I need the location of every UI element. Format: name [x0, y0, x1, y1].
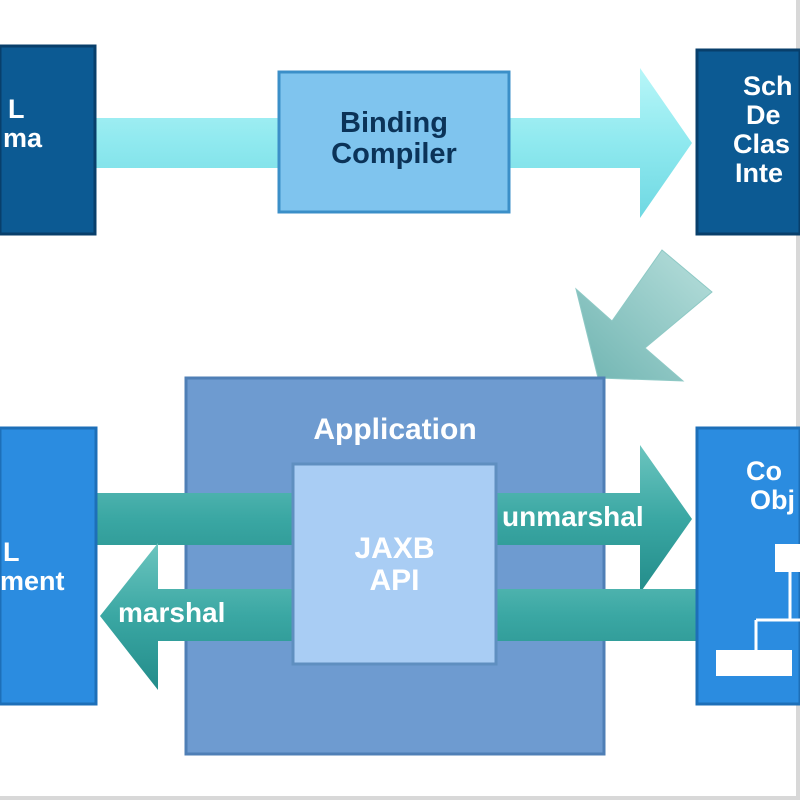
top-right-label: Sch De Clas Inte — [733, 72, 800, 189]
top-left-label: L ma — [0, 95, 95, 153]
binding-compiler-line2: Compiler — [331, 138, 457, 171]
binding-compiler-label: Binding Compiler — [279, 107, 509, 171]
jaxb-api-label: JAXB API — [293, 532, 496, 598]
top-right-label-line3: Clas — [733, 129, 791, 160]
binding-compiler-line1: Binding — [340, 107, 448, 139]
top-left-label-line1: L — [8, 95, 25, 124]
bottom-left-box — [0, 426, 98, 706]
jaxb-api-box — [291, 462, 498, 666]
bottom-right-label-line2: Obj — [750, 485, 795, 516]
bottom-right-label: Co Obj — [744, 457, 800, 515]
marshal-label: marshal — [118, 597, 226, 628]
unmarshal-label: unmarshal — [502, 501, 644, 532]
top-right-box — [695, 48, 800, 236]
top-left-box — [0, 44, 97, 236]
top-right-label-line1: Sch — [743, 72, 793, 101]
diagonal-arrow — [575, 249, 713, 382]
jaxb-api-line2: API — [369, 564, 420, 598]
top-left-label-line2: ma — [3, 123, 43, 154]
top-right-label-line2: De — [746, 100, 781, 131]
bottom-right-label-line1: Co — [746, 457, 782, 486]
object-tree-icon — [716, 544, 800, 676]
bottom-left-label: L ment — [0, 538, 96, 596]
jaxb-api-line1: JAXB — [354, 532, 435, 565]
application-label: Application — [313, 413, 477, 446]
binding-compiler-box — [277, 70, 511, 214]
bottom-left-label-line1: L — [3, 538, 20, 567]
top-right-label-line4: Inte — [735, 158, 784, 189]
bottom-left-label-line2: ment — [0, 566, 65, 597]
